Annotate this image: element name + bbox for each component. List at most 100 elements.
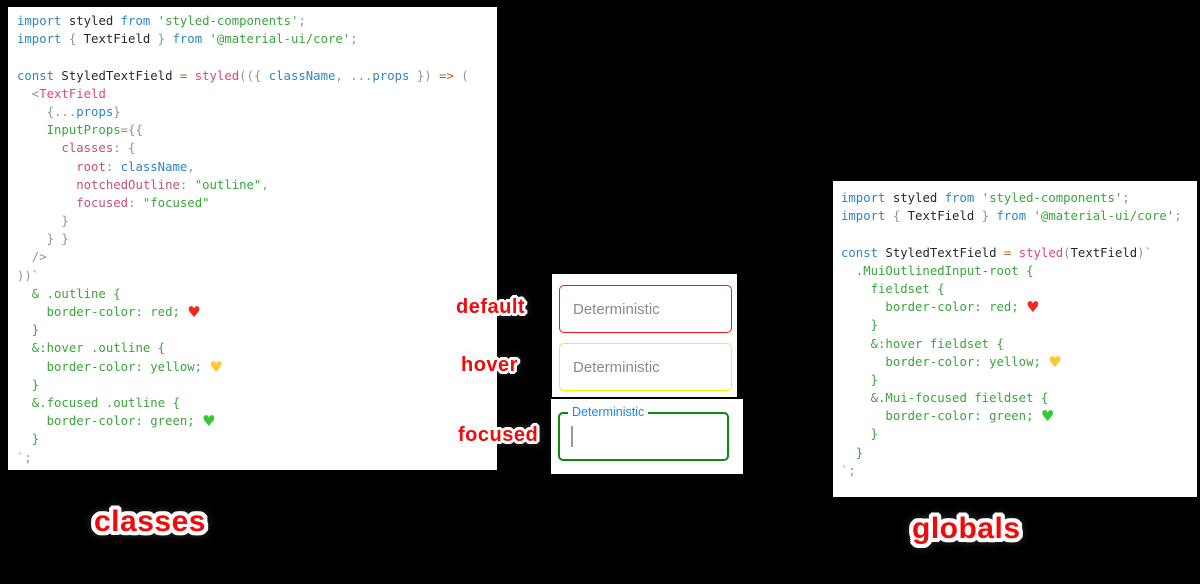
code-token: &:hover fieldset {: [841, 336, 1004, 351]
code-line: `;: [841, 462, 1197, 480]
code-token: '@material-ui/core': [202, 32, 351, 47]
text-cursor: [571, 426, 573, 447]
code-token: const: [841, 245, 879, 260]
code-token: ;: [1122, 191, 1130, 205]
code-token: "outline": [194, 177, 262, 192]
code-token: (: [1063, 245, 1071, 260]
yellow-heart-icon: ♥: [209, 357, 223, 376]
code-line: border-color: yellow; ♥: [17, 358, 497, 376]
code-line: }: [17, 212, 497, 230]
code-token: notchedOutline: [17, 177, 180, 192]
code-token: &.focused .outline {: [17, 395, 180, 410]
code-token: props: [372, 68, 410, 83]
code-token: ,: [187, 159, 195, 174]
code-line: }: [17, 430, 497, 448]
code-line: }: [17, 321, 497, 339]
code-line: } }: [17, 230, 497, 248]
code-token: TextField: [83, 32, 151, 47]
code-line: border-color: green; ♥: [841, 407, 1197, 425]
code-line: import styled from 'styled-components';: [17, 12, 497, 30]
code-line: `;: [17, 449, 497, 467]
code-token: className: [268, 68, 336, 83]
code-token: ={{: [120, 123, 143, 138]
code-token: {...: [17, 104, 77, 119]
code-line: classes: {: [17, 139, 497, 157]
code-token: {: [885, 209, 908, 224]
code-token: =: [179, 68, 188, 83]
code-token: }: [841, 427, 879, 442]
code-token: , ...: [335, 68, 373, 83]
code-line: [841, 225, 1197, 243]
code-token: border-color: red;: [841, 300, 1027, 315]
code-snippet-classes: import styled from 'styled-components';i…: [8, 7, 497, 470]
code-token: :: [105, 159, 121, 174]
code-token: =: [1003, 245, 1012, 260]
code-token: : {: [113, 141, 136, 156]
code-token: }: [150, 32, 173, 47]
code-token: styled: [1011, 245, 1064, 260]
yellow-heart-icon: ♥: [1048, 352, 1062, 371]
code-token: `;: [17, 450, 32, 465]
textfield-focused[interactable]: Deterministic: [558, 405, 729, 461]
code-token: border-color: green;: [17, 414, 203, 429]
code-token: '@material-ui/core': [1026, 209, 1175, 224]
code-token: } }: [17, 232, 69, 247]
code-token: border-color: yellow;: [841, 354, 1049, 369]
code-line: ))`: [17, 267, 497, 285]
code-line: border-color: red; ♥: [841, 298, 1197, 316]
code-token: &.Mui-focused fieldset {: [841, 391, 1049, 406]
green-heart-icon: ♥: [1040, 407, 1055, 426]
code-line: &.Mui-focused fieldset {: [841, 389, 1197, 407]
code-token: from: [996, 209, 1027, 224]
code-line: InputProps={{: [17, 121, 497, 139]
state-label-hover: hover: [461, 354, 518, 376]
caption-classes: classes: [94, 505, 206, 538]
code-token: ,: [261, 177, 269, 192]
code-line: }: [17, 376, 497, 394]
code-token: }: [17, 377, 40, 392]
code-token: 'styled-components': [150, 14, 299, 28]
code-token: }: [17, 323, 40, 338]
code-line: border-color: red; ♥: [17, 303, 497, 321]
code-token: StyledTextField: [54, 68, 180, 83]
code-token: (: [453, 68, 469, 83]
code-token: =>: [439, 68, 454, 83]
code-line: <TextField: [17, 85, 497, 103]
code-token: StyledTextField: [878, 245, 1004, 260]
textfield-hover[interactable]: [559, 343, 732, 391]
code-token: }: [841, 445, 864, 460]
code-token: import: [841, 209, 886, 224]
code-token: )`: [1137, 245, 1152, 260]
state-label-focused: focused: [458, 424, 539, 446]
textfield-default[interactable]: [559, 285, 732, 333]
code-token: "focused": [142, 195, 210, 210]
code-token: & .outline {: [17, 286, 121, 301]
code-line: />: [17, 248, 497, 266]
code-token: }: [841, 318, 879, 333]
code-line: }: [841, 371, 1197, 389]
code-line: notchedOutline: "outline",: [17, 176, 497, 194]
code-token: `;: [841, 463, 856, 478]
code-line: const StyledTextField = styled(TextField…: [841, 244, 1197, 262]
code-token: classes: [17, 141, 114, 156]
code-token: &:hover .outline {: [17, 341, 166, 356]
code-token: TextField: [39, 86, 106, 101]
textfield-focused-label: Deterministic: [568, 405, 649, 419]
code-token: }: [17, 214, 69, 229]
code-line: const StyledTextField = styled(({ classN…: [17, 67, 497, 85]
code-token: fieldset {: [841, 281, 945, 296]
code-token: (({: [239, 68, 269, 83]
code-token: 'styled-components': [974, 191, 1123, 205]
code-token: }: [841, 372, 879, 387]
state-label-default: default: [456, 296, 526, 318]
code-line: &:hover fieldset {: [841, 335, 1197, 353]
code-token: }: [17, 432, 40, 447]
code-token: from: [120, 14, 151, 28]
code-line: }: [841, 425, 1197, 443]
code-line: &.focused .outline {: [17, 394, 497, 412]
code-line: & .outline {: [17, 285, 497, 303]
code-token: InputProps: [17, 123, 121, 138]
code-line: [17, 48, 497, 66]
code-token: border-color: red;: [17, 305, 188, 319]
